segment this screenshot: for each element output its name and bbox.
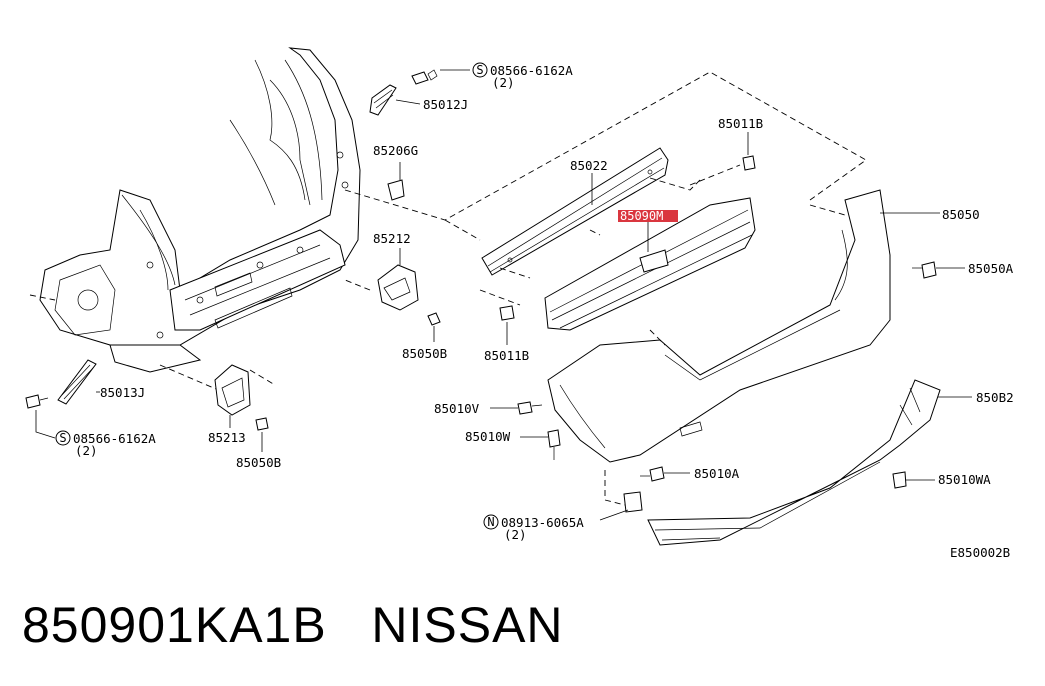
label-85010A: 85010A xyxy=(694,466,740,481)
clip-85010WA xyxy=(892,471,935,489)
nut-08913 xyxy=(599,491,643,521)
diagram-code: E850002B xyxy=(950,545,1010,560)
reinforcement-85022 xyxy=(481,147,701,279)
label-screw-left-qty: (2) xyxy=(75,443,98,458)
clip-85010W xyxy=(520,429,561,460)
label-85212: 85212 xyxy=(373,231,411,246)
label-screw-top: 08566-6162A xyxy=(490,63,573,78)
bracket-85012J xyxy=(369,84,421,116)
mount-85212 xyxy=(344,248,441,342)
symbol-screw-left: S xyxy=(55,430,71,446)
svg-text:S: S xyxy=(476,63,483,77)
symbol-screw-top: S xyxy=(472,62,488,78)
label-85010V: 85010V xyxy=(434,401,480,416)
label-85090M: 85090M xyxy=(620,209,663,223)
parts-diagram: S 08566-6162A (2) 85012J 85206G 85212 85… xyxy=(25,47,1014,560)
nut-85011B-bottom xyxy=(499,305,515,345)
part-number-caption: 850901KA1B NISSAN xyxy=(22,597,564,653)
label-85012J: 85012J xyxy=(423,97,468,112)
bumper-fascia-85050 xyxy=(547,189,940,463)
label-85013J: 85013J xyxy=(100,385,145,400)
screw-top xyxy=(411,69,470,85)
svg-text:N: N xyxy=(487,515,494,529)
mount-85213 xyxy=(214,364,269,452)
label-85050B-a: 85050B xyxy=(402,346,447,361)
label-85206G: 85206G xyxy=(373,143,418,158)
label-85010WA: 85010WA xyxy=(938,472,991,487)
label-85050: 85050 xyxy=(942,207,980,222)
screw-85050A xyxy=(912,261,965,279)
label-85050A: 85050A xyxy=(968,261,1014,276)
label-85010W: 85010W xyxy=(465,429,511,444)
svg-text:S: S xyxy=(59,431,66,445)
nut-85011B-top xyxy=(689,132,756,186)
label-nut-qty: (2) xyxy=(504,527,527,542)
label-850B2: 850B2 xyxy=(976,390,1014,405)
assembly-outline xyxy=(344,71,867,306)
label-85011B-bottom: 85011B xyxy=(484,348,529,363)
clip-85010V xyxy=(490,401,543,415)
bracket-85013J xyxy=(25,359,100,439)
rear-body-panel xyxy=(29,47,361,396)
highlight-85090M xyxy=(618,210,678,222)
label-screw-left: 08566-6162A xyxy=(73,431,156,446)
label-85050B-b: 85050B xyxy=(236,455,281,470)
symbol-nut: N xyxy=(483,514,499,530)
clip-85206G xyxy=(387,162,405,201)
absorber-85090M xyxy=(544,197,756,331)
lower-cover-850B2 xyxy=(647,379,972,546)
label-nut: 08913-6065A xyxy=(501,515,584,530)
label-85022: 85022 xyxy=(570,158,608,173)
label-85213: 85213 xyxy=(208,430,246,445)
label-85011B-top: 85011B xyxy=(718,116,763,131)
screw-85010A xyxy=(604,466,690,506)
label-screw-top-qty: (2) xyxy=(492,75,515,90)
